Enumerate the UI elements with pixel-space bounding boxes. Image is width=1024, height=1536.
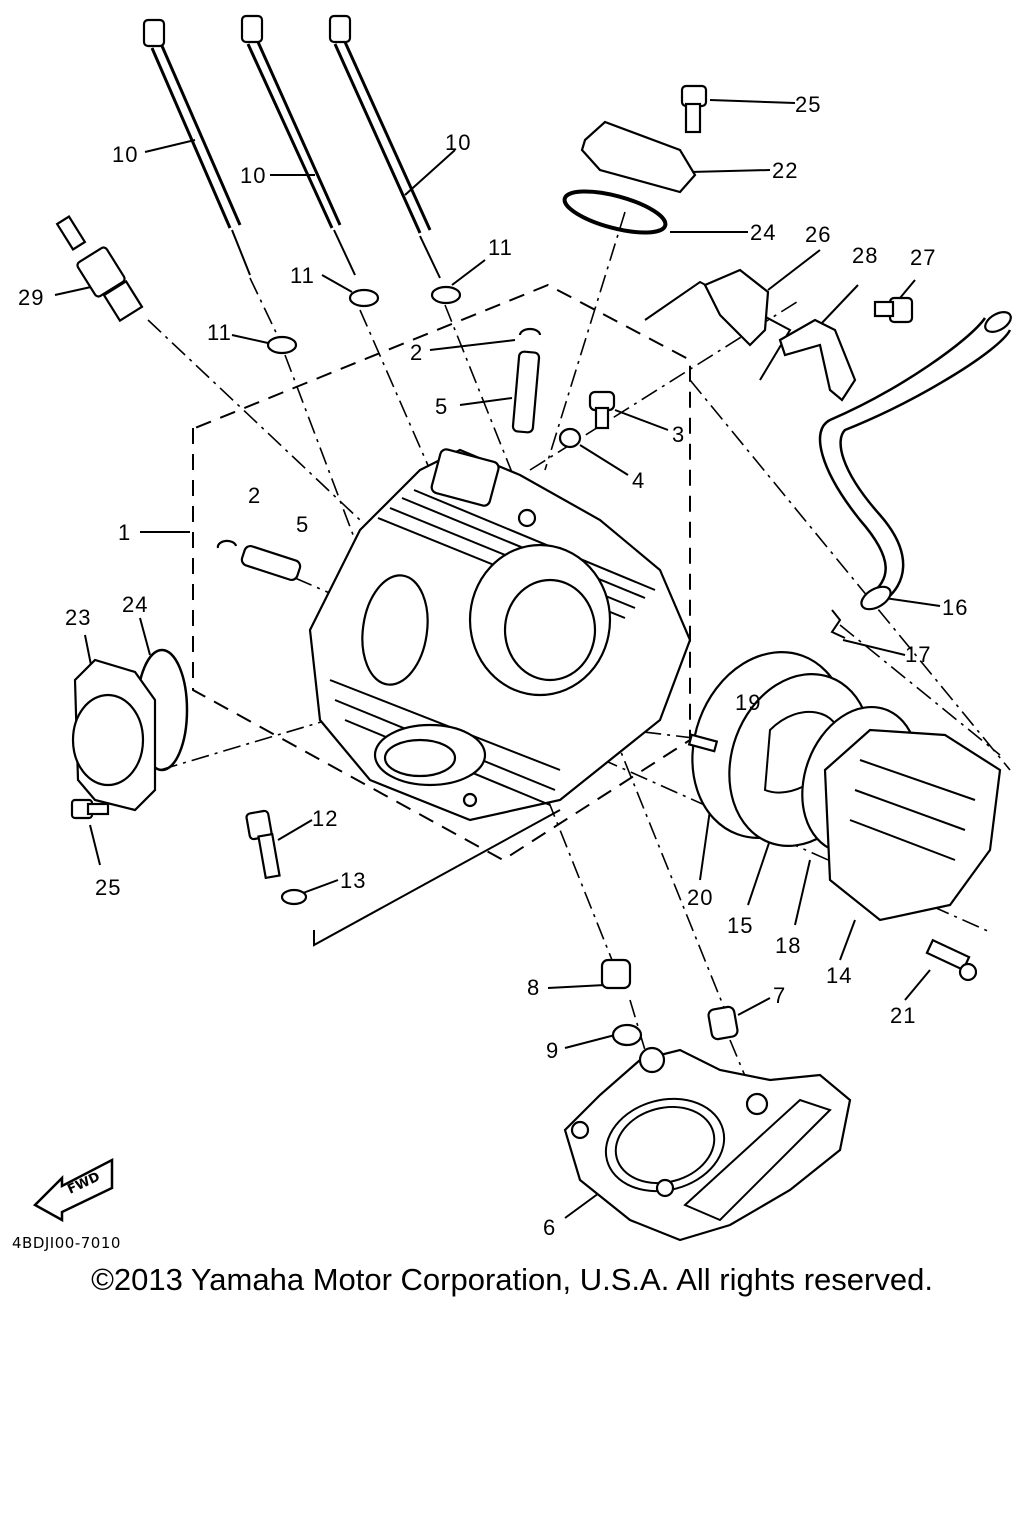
callout-25b: 25 (95, 875, 121, 900)
callout-11b: 11 (290, 263, 315, 288)
bracket-13 (313, 809, 561, 947)
callout-10a: 10 (112, 142, 138, 167)
stud-right (328, 14, 441, 279)
breather-hose (818, 311, 1012, 639)
callout-26: 26 (805, 222, 831, 247)
cap-assembly-top (562, 84, 708, 235)
callout-16: 16 (942, 595, 968, 620)
callout-20: 20 (687, 885, 713, 910)
dowels (600, 958, 739, 1047)
callout-4: 4 (632, 468, 645, 493)
callout-21: 21 (890, 1003, 916, 1028)
fwd-arrow-icon: FWD (32, 1157, 114, 1223)
callout-13: 13 (340, 868, 366, 893)
callout-28: 28 (852, 243, 878, 268)
callout-27: 27 (910, 245, 936, 270)
callout-7: 7 (773, 983, 786, 1008)
callout-29: 29 (18, 285, 44, 310)
left-cover-assembly (70, 648, 189, 820)
callout-15: 15 (727, 913, 753, 938)
callout-14: 14 (826, 963, 852, 988)
spark-plug (55, 215, 144, 323)
callout-17: 17 (905, 642, 931, 667)
callout-5a: 5 (435, 394, 448, 419)
callout-11a: 11 (207, 320, 232, 345)
callout-labels: 10 10 10 29 11 11 11 2 5 3 4 2 5 1 23 24… (18, 92, 968, 1240)
bracket-parts (703, 268, 914, 402)
callout-6: 6 (543, 1215, 556, 1240)
diagram-code: 4BDJI00-7010 (12, 1234, 121, 1252)
head-gasket (563, 1046, 852, 1242)
stud-bolts (142, 14, 441, 279)
callout-11c: 11 (488, 235, 513, 260)
stud-middle (240, 14, 356, 276)
bolt-12-washer-13 (245, 809, 308, 906)
callout-3: 3 (672, 422, 685, 447)
callout-2a: 2 (410, 340, 423, 365)
cylinder-head (308, 448, 692, 822)
callout-10c: 10 (445, 130, 471, 155)
callout-24a: 24 (750, 220, 776, 245)
callout-8: 8 (527, 975, 540, 1000)
callout-24b: 24 (122, 592, 148, 617)
callout-9: 9 (546, 1038, 559, 1063)
callout-pointers (54, 99, 941, 1219)
callout-18: 18 (775, 933, 801, 958)
stud-left (142, 18, 251, 276)
copyright-notice: ©2013 Yamaha Motor Corporation, U.S.A. A… (91, 1262, 933, 1297)
callout-19: 19 (735, 690, 761, 715)
callout-1: 1 (118, 520, 131, 545)
callout-12: 12 (312, 806, 338, 831)
callout-25a: 25 (795, 92, 821, 117)
side-cover-assembly (687, 651, 1002, 982)
callout-23: 23 (65, 605, 91, 630)
callout-22: 22 (772, 158, 798, 183)
stud-washers (266, 285, 462, 355)
pins-and-guides (216, 327, 616, 582)
callout-2b: 2 (248, 483, 261, 508)
callout-10b: 10 (240, 163, 266, 188)
callout-5b: 5 (296, 512, 309, 537)
